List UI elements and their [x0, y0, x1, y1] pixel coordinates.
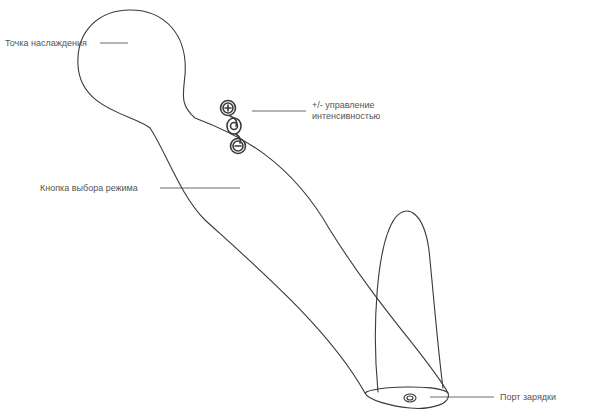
charging-port: [404, 394, 416, 402]
leader-line: [252, 111, 306, 112]
part-label: Порт зарядки: [500, 392, 580, 403]
leader-lines: [100, 43, 494, 397]
wand-outline: [78, 10, 449, 408]
part-label: +/- управление интенсивностью: [312, 100, 402, 122]
part-label: Точка наслаждения: [5, 38, 97, 49]
leader-line: [430, 397, 494, 398]
leader-line: [160, 188, 240, 189]
leader-line: [100, 43, 128, 44]
handle-groove: [375, 211, 443, 392]
control-buttons: [221, 101, 246, 154]
part-label: Кнопка выбора режима: [40, 183, 158, 194]
